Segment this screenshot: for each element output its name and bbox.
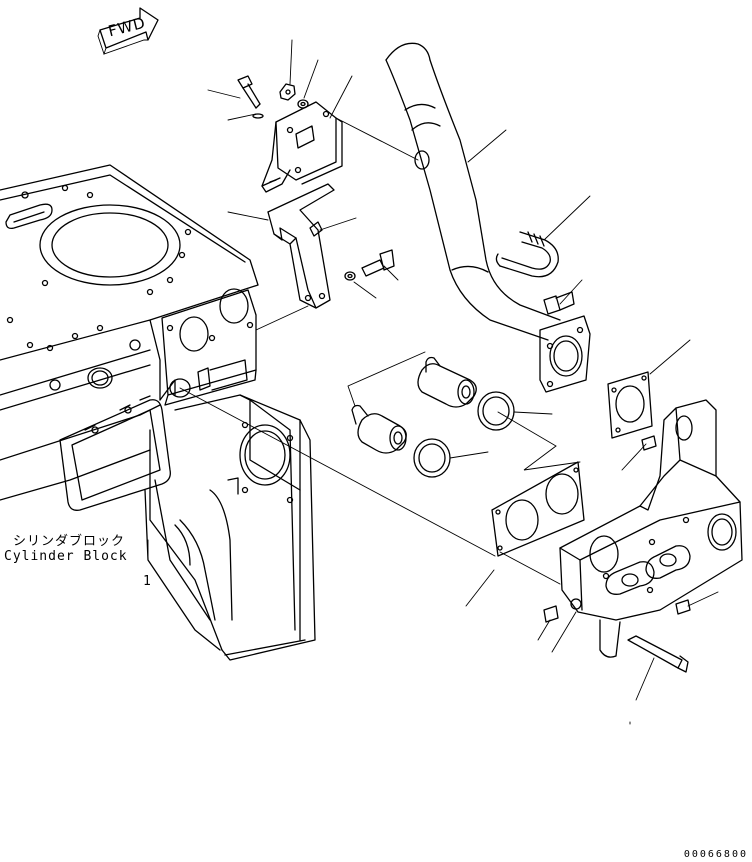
upper-bracket-group: [237, 75, 343, 193]
cylinder-block: [0, 164, 316, 661]
drawing-number: 00066800: [683, 849, 748, 860]
gasket-large: [491, 461, 585, 557]
forward-arrow-icon: [97, 7, 159, 55]
lower-bracket: [267, 183, 335, 309]
cylinder-block-label-jp: シリンダブロック: [13, 534, 126, 549]
item-number-label: 1: [143, 574, 151, 589]
thermostat-housing: [543, 399, 743, 673]
thermostats: [347, 351, 515, 478]
leader-lines: [147, 39, 719, 725]
u-clamp: [495, 231, 575, 315]
cylinder-block-label-en: Cylinder Block: [4, 549, 128, 564]
gasket-small: [607, 371, 653, 439]
bolt-washer-middle: [344, 249, 395, 281]
water-pipe: [385, 42, 591, 393]
